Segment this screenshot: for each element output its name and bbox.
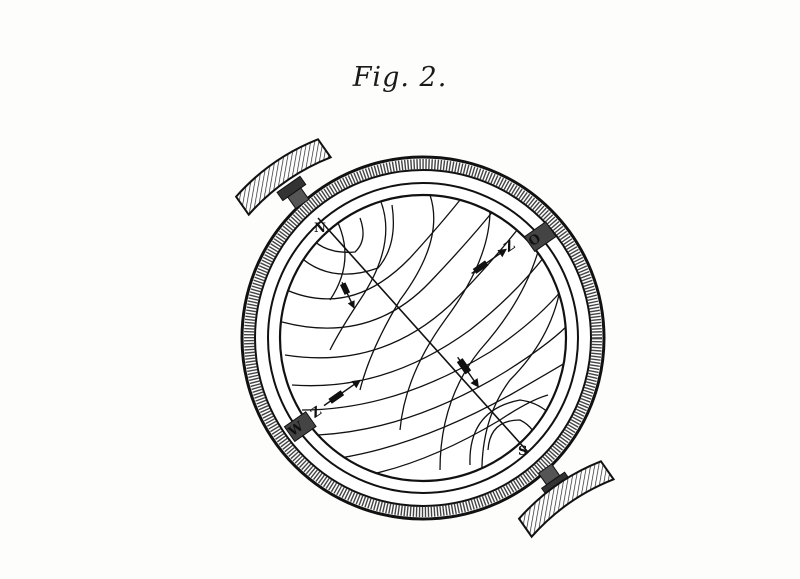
- west-block: [283, 411, 317, 443]
- handle-upper-left: [234, 138, 333, 217]
- label-south: S: [518, 444, 527, 459]
- east-block: [523, 221, 557, 253]
- needle-arrows: [323, 248, 507, 407]
- field-lines: [281, 195, 566, 481]
- figure-caption: Fig. 2.: [352, 62, 448, 93]
- label-north: N: [314, 221, 326, 236]
- handle-lower-right: [517, 460, 616, 539]
- north-south-axis: [317, 217, 529, 453]
